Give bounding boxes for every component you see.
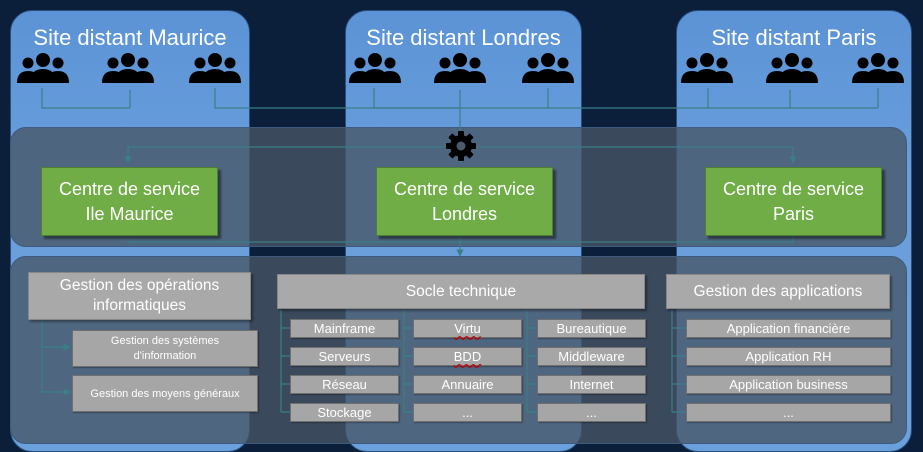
people-icon (434, 53, 486, 83)
socle-header: Socle technique (277, 274, 645, 309)
people-icon (766, 53, 818, 83)
apps-title: Gestion des applications (693, 282, 863, 300)
ops-item-line2: d'information (133, 349, 197, 362)
service-center-line1: Centre de service (393, 178, 536, 199)
ops-title-line2: informatiques (92, 297, 187, 314)
socle-cell: Mainframe (290, 319, 399, 338)
people-icon (522, 53, 574, 83)
ops-header: Gestion des opérations informatiques (28, 272, 251, 320)
socle-cell-text: Virtu (454, 321, 481, 336)
socle-cell-text: BDD (453, 349, 482, 364)
socle-cell: Annuaire (413, 375, 522, 394)
people-icon (852, 53, 904, 83)
apps-item: ... (686, 403, 891, 422)
socle-cell: ... (537, 403, 646, 422)
socle-cell: ... (413, 403, 522, 422)
ops-title-line1: Gestion des opérations (59, 277, 220, 294)
socle-cell: Stockage (290, 403, 399, 422)
people-icon (102, 53, 154, 83)
socle-cell: Bureautique (537, 319, 646, 338)
people-icon (681, 53, 733, 83)
site-title: Site distant Londres (366, 25, 561, 50)
socle-cell: BDD (413, 347, 522, 366)
socle-title: Socle technique (405, 282, 517, 300)
socle-cell: Serveurs (290, 347, 399, 366)
service-center-maurice: Centre de service Ile Maurice (41, 167, 218, 236)
apps-item: Application RH (686, 347, 891, 366)
apps-item: Application business (686, 375, 891, 394)
people-icons-row (17, 53, 904, 83)
people-icon (17, 53, 69, 83)
service-center-line1: Centre de service (722, 178, 865, 199)
people-icon (349, 53, 401, 83)
socle-cell: Virtu (413, 319, 522, 338)
socle-cell: Réseau (290, 375, 399, 394)
ops-item-line1: Gestion des systèmes (110, 334, 220, 347)
ops-item-systemes: Gestion des systèmes d'information (72, 330, 258, 367)
people-icon (189, 53, 241, 83)
service-center-londres: Centre de service Londres (376, 167, 553, 236)
gear-icon (446, 131, 476, 161)
apps-header: Gestion des applications (666, 274, 890, 309)
service-center-line2: Paris (772, 203, 814, 224)
apps-item: Application financière (686, 319, 891, 338)
socle-cell: Internet (537, 375, 646, 394)
service-center-line2: Ile Maurice (85, 203, 174, 224)
site-title: Site distant Maurice (33, 25, 227, 50)
service-center-line1: Centre de service (58, 178, 201, 199)
site-title: Site distant Paris (711, 25, 877, 50)
ops-item-line1: Gestion des moyens généraux (90, 387, 240, 400)
service-center-line2: Londres (431, 203, 498, 224)
socle-cell: Middleware (537, 347, 646, 366)
ops-item-moyens: Gestion des moyens généraux (72, 375, 258, 412)
service-center-paris: Centre de service Paris (705, 167, 882, 236)
